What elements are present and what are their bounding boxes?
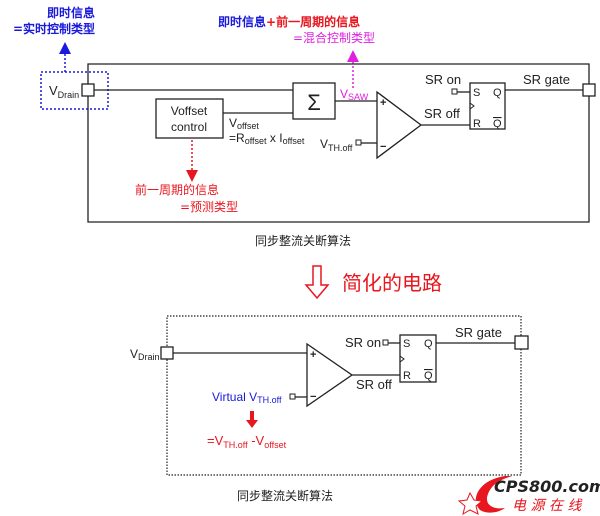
ff-qbar-label-bottom: Q: [424, 370, 433, 382]
sr-gate-pin-bottom: [514, 335, 529, 350]
cps800-watermark: CPS800.com 电 源 在 线: [457, 476, 600, 516]
voffset-label: Voffset: [229, 116, 259, 131]
sr-flipflop: [469, 82, 506, 130]
vsaw-label: VSAW: [340, 87, 369, 102]
vdrain-pin-bottom: [160, 346, 174, 360]
bottom-diagram-title: 同步整流关断算法: [237, 488, 333, 503]
top-diagram-title: 同步整流关断算法: [255, 233, 351, 248]
ff-qbar-label: Q: [493, 118, 502, 130]
sr-flipflop-bottom: [399, 334, 437, 383]
summing-block: [292, 82, 336, 120]
ff-r-label: R: [473, 118, 481, 130]
comparator-triangle-bottom: [306, 342, 354, 408]
sr-gate-label: SR gate: [523, 72, 570, 87]
sr-gate-label-bottom: SR gate: [455, 325, 502, 340]
ff-clock-mark: [469, 102, 475, 110]
watermark-swoosh: [475, 476, 512, 513]
vdrain-pin: [81, 83, 95, 97]
watermark-tagline: 电 源 在 线: [512, 498, 583, 514]
comparator-minus-bottom: −: [310, 391, 316, 403]
sr-on-pin: [451, 88, 458, 95]
sr-off-label: SR off: [424, 106, 460, 121]
voffset-block-label-line1: Voffset: [171, 104, 208, 118]
sr-on-label-bottom: SR on: [345, 335, 381, 350]
sr-on-label: SR on: [425, 72, 461, 87]
virtual-vth-pin: [289, 393, 296, 400]
ff-r-label-bottom: R: [403, 370, 411, 382]
top-diagram: 即时信息 =实时控制类型 即时信息+前一周期的信息 =混合控制类型 VDrain…: [13, 5, 596, 248]
voffset-control-block: [155, 98, 224, 139]
voffset-equation: =Roffset x Ioffset: [229, 131, 305, 146]
realtime-annotation-line1: 即时信息: [47, 5, 95, 20]
equals-arrow-icon: [246, 411, 258, 428]
sr-gate-pin: [582, 83, 596, 97]
ff-s-label: S: [473, 87, 480, 99]
ff-q-label: Q: [493, 87, 502, 99]
comparator-plus: +: [380, 97, 386, 109]
simplify-transition: 简化的电路: [304, 265, 442, 300]
down-arrow-icon: [304, 265, 330, 300]
sigma-symbol: Σ: [307, 90, 321, 115]
sr-on-pin-bottom: [382, 339, 389, 346]
star-icon: [457, 491, 484, 516]
sr-off-label-bottom: SR off: [356, 377, 392, 392]
comparator-triangle: [376, 90, 423, 160]
bottom-diagram: VDrain + − Virtual VTH.off =VTH.off -Vof…: [130, 315, 529, 503]
ff-q-label-bottom: Q: [424, 338, 433, 350]
ff-clock-mark-bottom: [399, 355, 405, 363]
virtual-vth-label: Virtual VTH.off: [212, 390, 282, 405]
ff-s-label-bottom: S: [403, 338, 410, 350]
virtual-vth-equation: =VTH.off -Voffset: [207, 433, 287, 450]
vdrain-label-bottom: VDrain: [130, 347, 160, 362]
voffset-block-label-line2: control: [171, 120, 207, 134]
simplified-frame: [166, 315, 522, 476]
simplify-label: 简化的电路: [342, 271, 442, 295]
vth-pin: [355, 139, 362, 146]
watermark-brand: CPS800.com: [494, 477, 600, 496]
mixed-annotation-line1: 即时信息+前一周期的信息: [218, 14, 360, 29]
comparator-minus: −: [380, 141, 386, 153]
algorithm-frame: [87, 63, 590, 223]
comparator-plus-bottom: +: [310, 349, 316, 361]
vth-label: VTH.off: [320, 137, 353, 153]
predictive-annotation-line2: =预测类型: [180, 200, 238, 214]
realtime-annotation-line2: =实时控制类型: [13, 21, 95, 36]
mixed-annotation-line2: =混合控制类型: [293, 30, 375, 45]
predictive-annotation-line1: 前一周期的信息: [135, 182, 219, 197]
vdrain-label: VDrain: [49, 83, 79, 100]
